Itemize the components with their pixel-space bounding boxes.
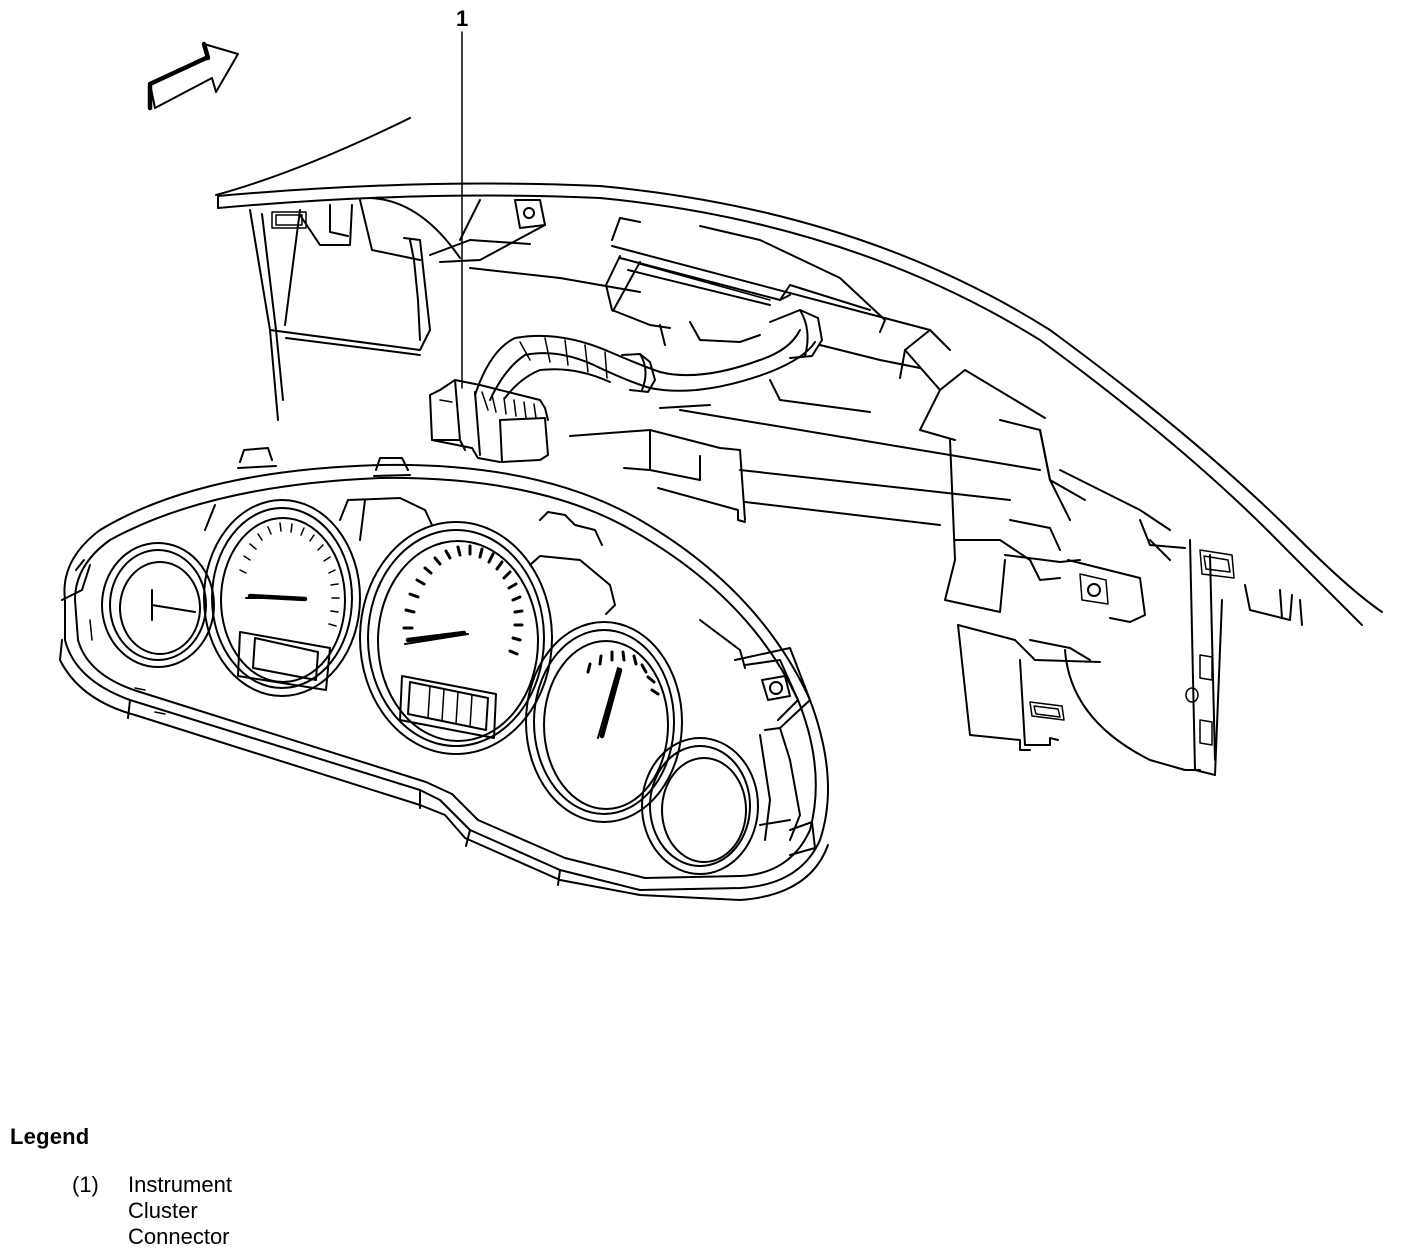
wiring-harness xyxy=(474,309,823,401)
speedometer-gauge xyxy=(359,521,553,755)
instrument-panel-carrier xyxy=(215,117,1383,776)
callout-1: 1 xyxy=(456,6,468,389)
instrument-cluster-connector xyxy=(429,379,549,463)
legend-title: Legend xyxy=(10,1124,90,1149)
instrument-cluster-diagram: 1 xyxy=(59,6,1383,901)
instrument-cluster xyxy=(59,447,829,901)
left-small-gauge xyxy=(101,542,215,668)
legend-item-number: (1) xyxy=(72,1172,99,1197)
callout-number: 1 xyxy=(456,6,468,31)
forward-arrow-icon xyxy=(147,41,239,111)
right-gauge xyxy=(525,621,683,823)
legend: Legend (1) Instrument Cluster Connector xyxy=(10,1124,232,1249)
legend-item-label: Instrument Cluster Connector xyxy=(128,1172,232,1249)
tachometer-gauge xyxy=(203,499,361,697)
legend-item: (1) Instrument Cluster Connector xyxy=(10,1172,232,1249)
right-small-gauge xyxy=(641,737,759,875)
